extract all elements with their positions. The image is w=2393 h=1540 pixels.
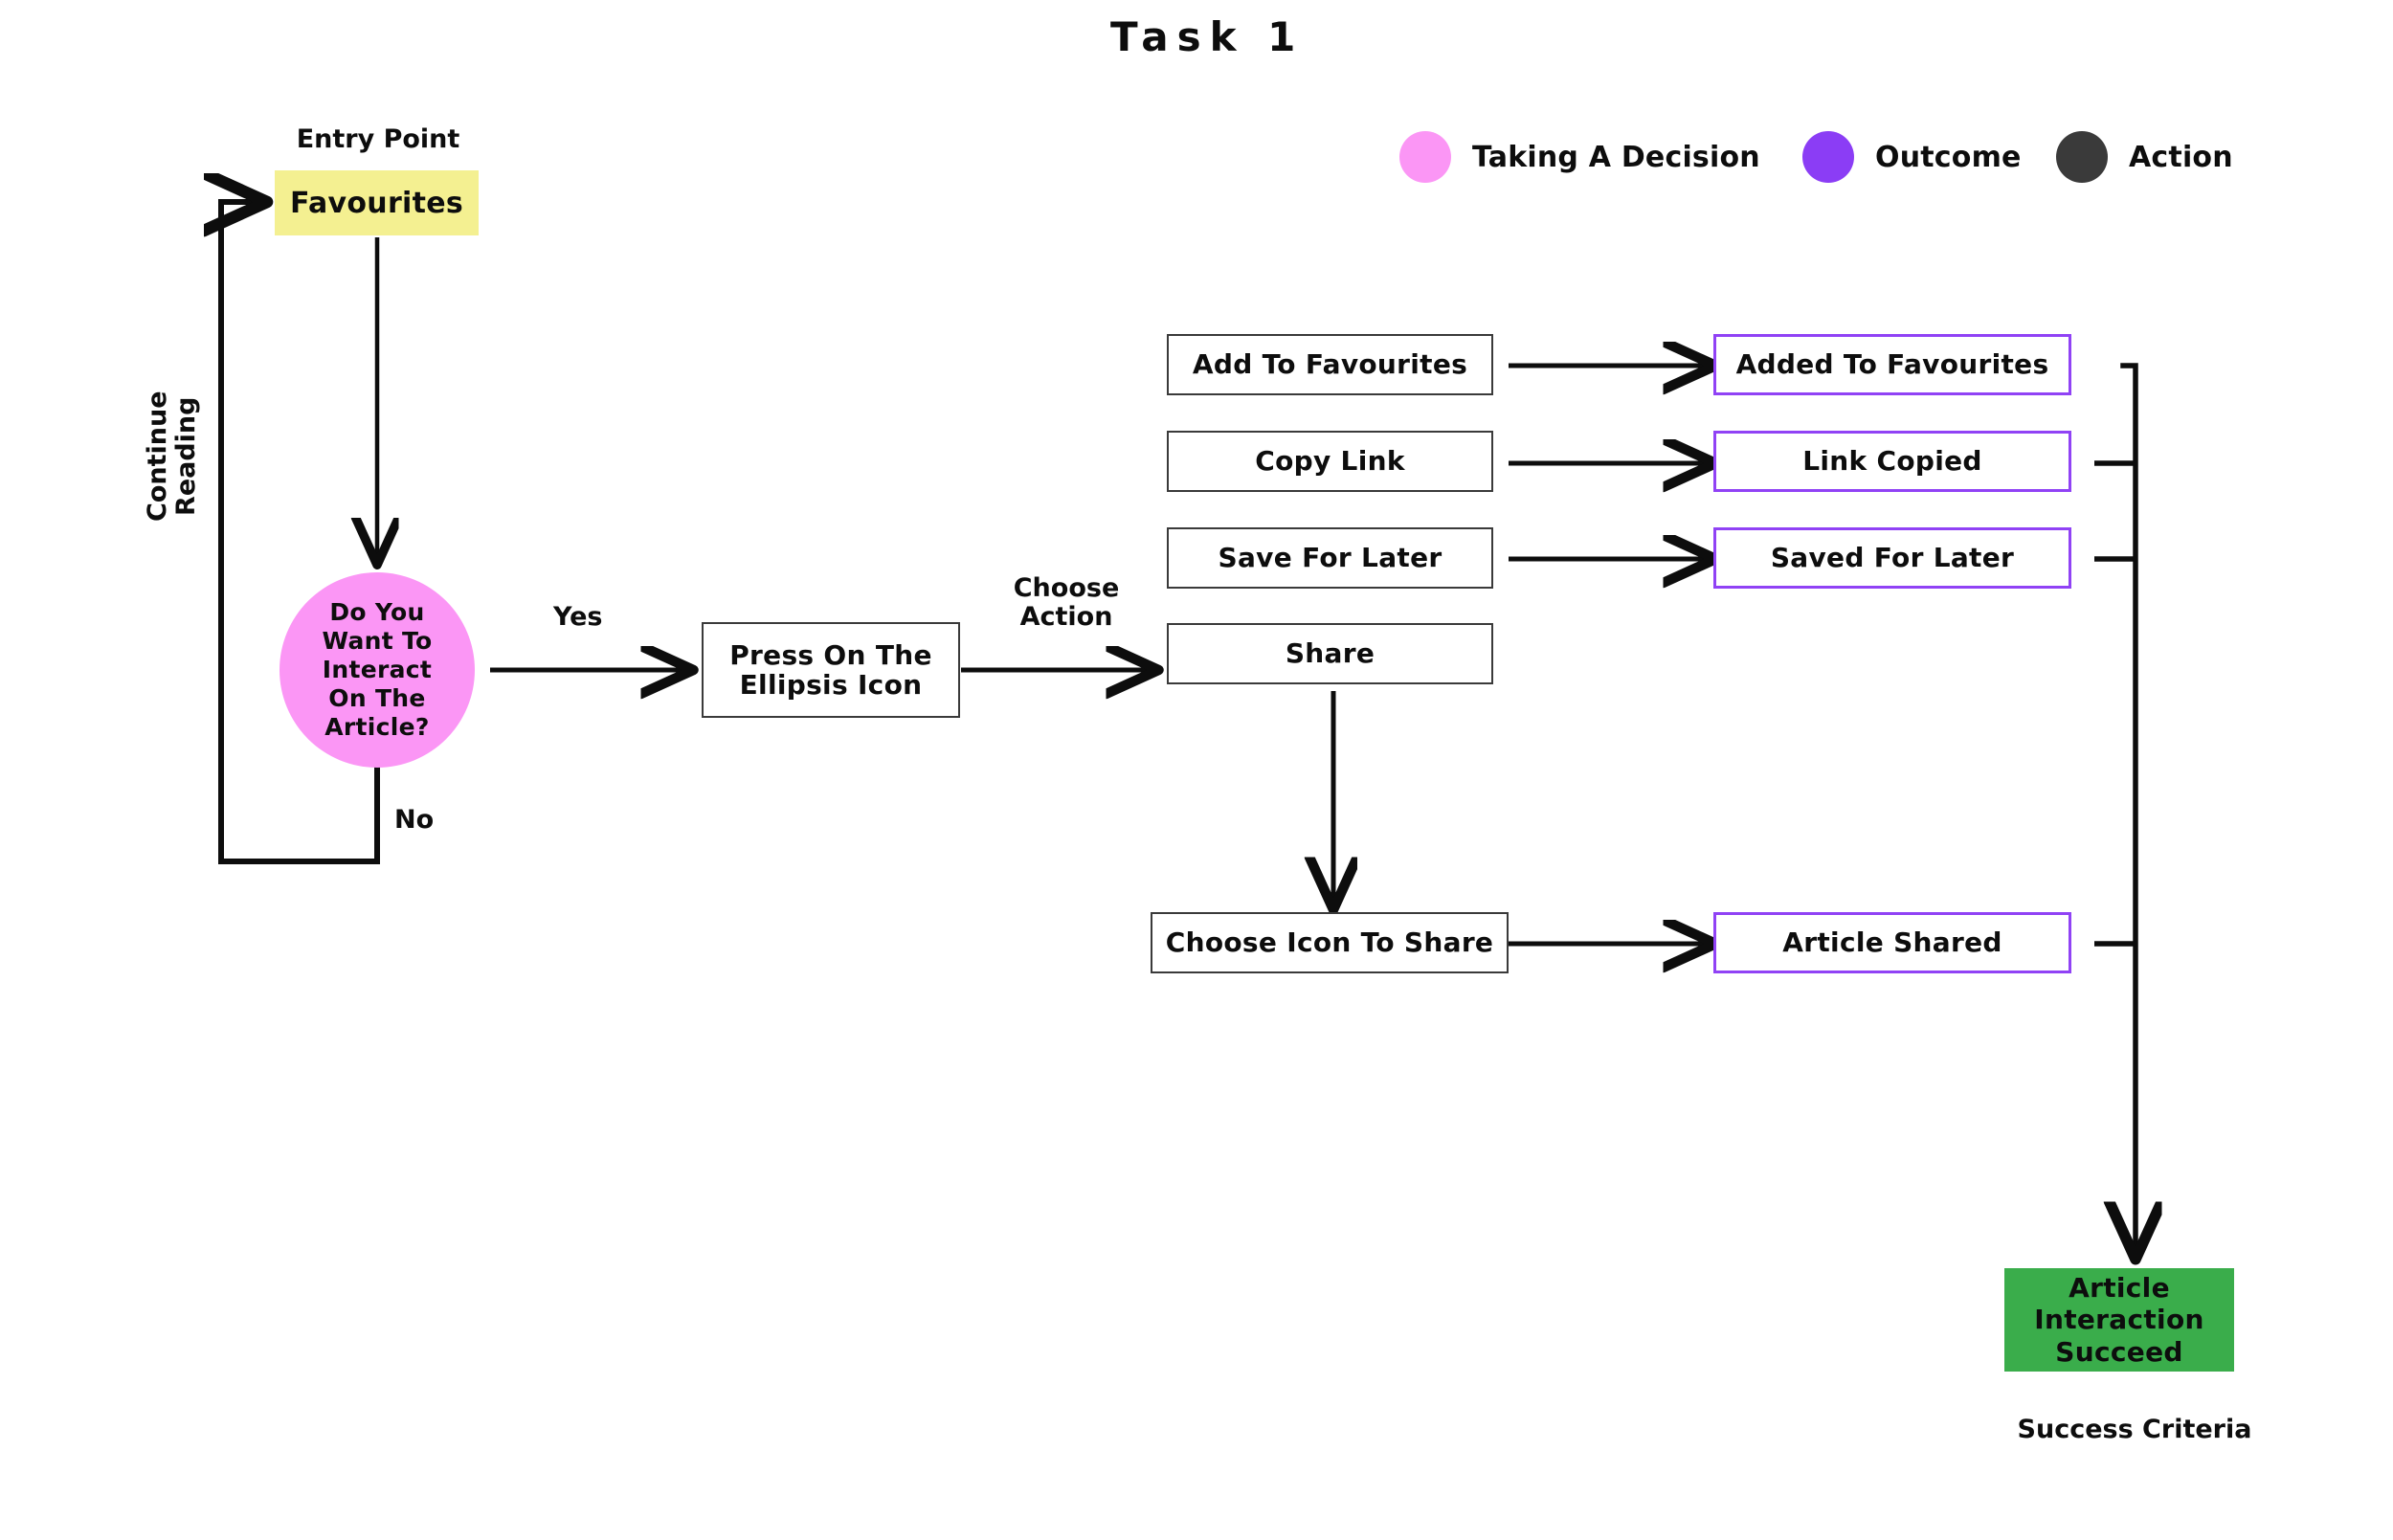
legend-label-outcome: Outcome [1875, 140, 2022, 174]
legend-label-decision: Taking A Decision [1472, 140, 1760, 174]
continue-reading-line-2: Reading [171, 396, 202, 516]
success-line-2: Interaction [2034, 1304, 2204, 1336]
dark-circle-icon [2056, 131, 2108, 183]
entry-point-caption: Entry Point [296, 124, 460, 154]
press-ellipsis-line-1: Press On The [729, 638, 932, 671]
node-entry-favourites[interactable]: Favourites [275, 170, 479, 235]
node-outcome-added-to-favourites[interactable]: Added To Favourites [1713, 334, 2071, 395]
purple-circle-icon [1802, 131, 1854, 183]
choose-action-line-1: Choose [1013, 573, 1120, 603]
node-action-choose-icon-to-share[interactable]: Choose Icon To Share [1151, 912, 1509, 973]
legend-item-outcome: Outcome [1802, 131, 2022, 183]
node-decision-interact[interactable]: Do You Want To Interact On The Article? [280, 572, 475, 768]
success-text: Article Interaction Succeed [2034, 1272, 2203, 1367]
pink-circle-icon [1399, 131, 1451, 183]
choose-action-line-2: Action [1019, 602, 1113, 633]
continue-reading-label: Continue Reading [143, 391, 202, 522]
legend-item-action: Action [2056, 131, 2233, 183]
decision-line-3: Interact [322, 656, 433, 683]
decision-line-4: On The [328, 684, 426, 712]
node-action-share[interactable]: Share [1167, 623, 1493, 684]
press-ellipsis-text: Press On The Ellipsis Icon [729, 638, 932, 701]
decision-line-1: Do You [329, 598, 425, 626]
node-action-add-to-favourites[interactable]: Add To Favourites [1167, 334, 1493, 395]
node-press-ellipsis-icon[interactable]: Press On The Ellipsis Icon [702, 622, 960, 718]
node-outcome-article-shared[interactable]: Article Shared [1713, 912, 2071, 973]
no-edge-label: No [394, 805, 435, 835]
success-criteria-caption: Success Criteria [2017, 1415, 2252, 1444]
success-line-1: Article [2069, 1272, 2170, 1305]
success-line-3: Succeed [2055, 1335, 2183, 1368]
yes-edge-label: Yes [553, 602, 603, 632]
legend-label-action: Action [2129, 140, 2233, 174]
page-title: Task 1 [1110, 13, 1305, 60]
node-action-copy-link[interactable]: Copy Link [1167, 431, 1493, 492]
node-outcome-link-copied[interactable]: Link Copied [1713, 431, 2071, 492]
continue-reading-line-1: Continue [143, 391, 172, 522]
node-outcome-saved-for-later[interactable]: Saved For Later [1713, 527, 2071, 589]
choose-action-edge-label: Choose Action [990, 573, 1143, 633]
edge-collector-spine [2123, 363, 2136, 1257]
node-success-criteria[interactable]: Article Interaction Succeed [2004, 1268, 2234, 1372]
legend-item-decision: Taking A Decision [1399, 131, 1760, 183]
press-ellipsis-line-2: Ellipsis Icon [739, 669, 923, 701]
decision-text: Do You Want To Interact On The Article? [322, 598, 432, 742]
decision-line-2: Want To [322, 627, 433, 655]
node-action-save-for-later[interactable]: Save For Later [1167, 527, 1493, 589]
decision-line-5: Article? [324, 713, 430, 741]
